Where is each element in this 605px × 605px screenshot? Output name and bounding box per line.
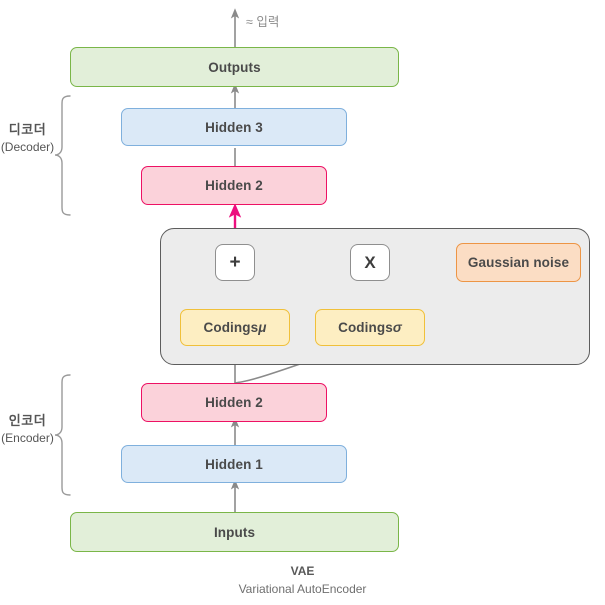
node-codings-mu[interactable]: Codings μ <box>180 309 290 346</box>
bracket-label-decoder: 디코더 (Decoder) <box>0 121 55 155</box>
bracket-strokes <box>54 95 71 496</box>
caption-full-name: Variational AutoEncoder <box>238 582 367 596</box>
node-hidden-3-label: Hidden 3 <box>205 119 263 135</box>
node-gaussian-noise-label: Gaussian noise <box>467 255 570 270</box>
node-outputs-label: Outputs <box>208 59 261 75</box>
node-gaussian-noise[interactable]: Gaussian noise <box>456 243 581 282</box>
node-hidden-2-decoder[interactable]: Hidden 2 <box>141 166 327 205</box>
node-outputs[interactable]: Outputs <box>70 47 399 87</box>
node-inputs-label: Inputs <box>213 524 256 540</box>
caption-abbreviation: VAE <box>290 564 315 578</box>
node-hidden-3[interactable]: Hidden 3 <box>121 108 347 146</box>
node-inputs[interactable]: Inputs <box>70 512 399 552</box>
node-hidden-2-encoder[interactable]: Hidden 2 <box>141 383 327 422</box>
plus-operator[interactable]: + <box>215 244 255 281</box>
plus-operator-label: + <box>229 251 241 273</box>
bracket-label-encoder-en: (Encoder) <box>1 430 54 445</box>
node-hidden-2-encoder-label: Hidden 2 <box>205 395 263 410</box>
node-codings-sigma-prefix: Codings <box>338 320 393 335</box>
approx-input-note: ≈ 입력 <box>246 15 280 29</box>
node-codings-mu-prefix: Codings <box>203 320 259 335</box>
node-codings-sigma[interactable]: Codings σ <box>315 309 425 346</box>
bracket-label-encoder-ko: 인코더 <box>8 413 47 428</box>
node-hidden-2-decoder-label: Hidden 2 <box>205 178 263 193</box>
node-codings-sigma-symbol: σ <box>392 320 402 335</box>
bracket-label-decoder-ko: 디코더 <box>8 122 47 137</box>
node-hidden-1-label: Hidden 1 <box>205 456 263 472</box>
bracket-decoder <box>54 95 71 216</box>
multiply-operator-label: X <box>364 252 376 272</box>
diagram-caption: VAE Variational AutoEncoder <box>0 562 605 598</box>
node-codings-mu-symbol: μ <box>258 320 267 335</box>
multiply-operator[interactable]: X <box>350 244 390 281</box>
node-hidden-1[interactable]: Hidden 1 <box>121 445 347 483</box>
bracket-label-decoder-en: (Decoder) <box>0 139 55 154</box>
bracket-encoder <box>54 374 71 496</box>
bracket-label-encoder: 인코더 (Encoder) <box>0 412 55 446</box>
